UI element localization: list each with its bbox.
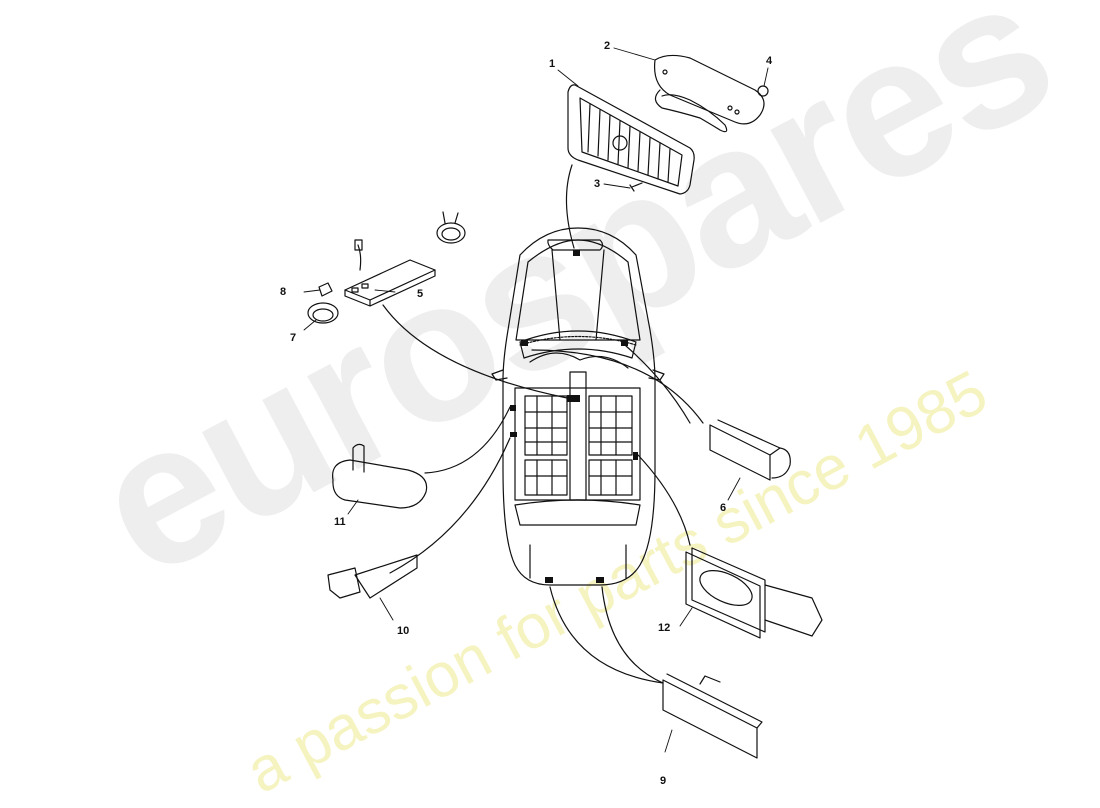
callout-10: 10 [397, 625, 410, 637]
leader-lines [382, 164, 704, 684]
callout-6: 6 [720, 502, 727, 514]
part-7-spot-lamp [307, 302, 339, 324]
callout-9: 9 [660, 775, 667, 787]
part-12-footwell-lamp [685, 547, 823, 639]
callout-1: 1 [549, 58, 556, 70]
part-4-grommet [757, 85, 769, 97]
callout-3: 3 [594, 178, 601, 190]
part-6-courtesy-lamp [709, 419, 791, 481]
callout-12: 12 [658, 622, 671, 634]
part-10-door-lamp [327, 554, 418, 599]
callout-11: 11 [334, 516, 346, 528]
mount-points [510, 250, 638, 583]
part-2-mounting-plate [653, 54, 765, 133]
part-5-console [344, 239, 436, 307]
callout-4: 4 [766, 55, 773, 67]
car-outline [491, 227, 665, 586]
part-5-spot-upper [436, 211, 466, 244]
part-8-bulb-holder [318, 282, 333, 297]
callout-8: 8 [280, 286, 287, 298]
part-1-lamp-housing [567, 84, 695, 195]
callout-7: 7 [290, 332, 297, 344]
part-11-gaiter-lamp [332, 443, 428, 509]
callout-2: 2 [604, 40, 611, 52]
part-9-boot-lamp [662, 673, 763, 759]
callout-5: 5 [417, 288, 424, 300]
part-3-screw [629, 182, 643, 192]
